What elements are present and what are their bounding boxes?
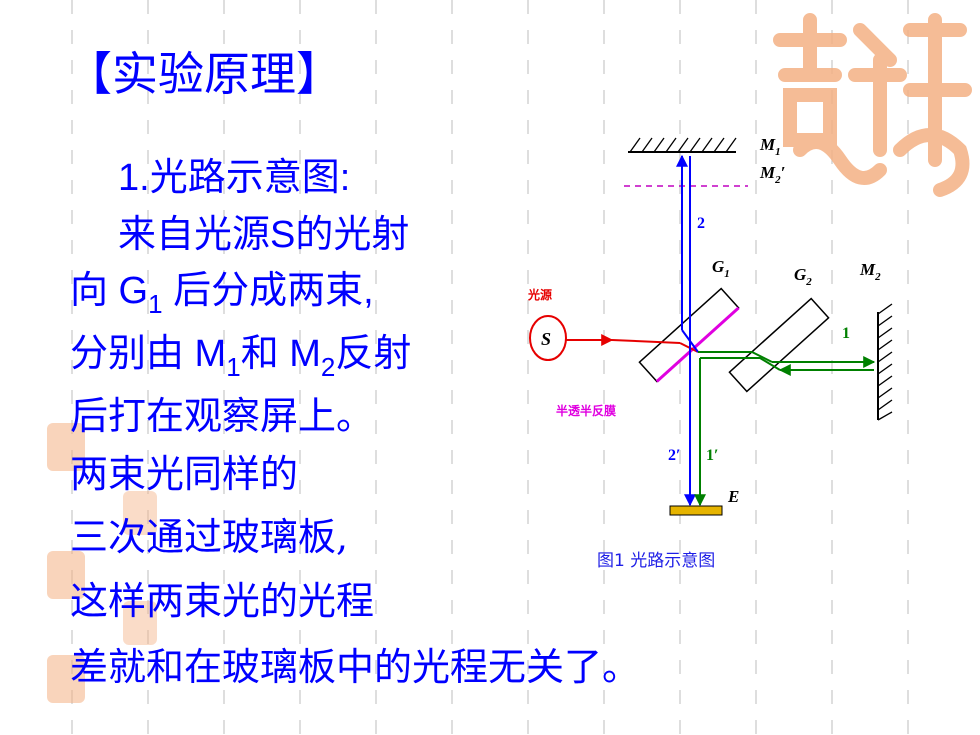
watermark-small-seal-icon bbox=[123, 601, 157, 645]
m2-label: M2 bbox=[859, 260, 881, 283]
watermark-seal-icon bbox=[773, 13, 972, 197]
incident-beam bbox=[611, 339, 681, 344]
beam-2prime-label: 2′ bbox=[668, 447, 681, 464]
body-line: 来自光源S的光射 bbox=[118, 214, 410, 256]
mirror-m2 bbox=[877, 303, 893, 421]
plate-g2 bbox=[728, 297, 830, 393]
body-line: 两束光同样的 bbox=[70, 452, 299, 496]
body-line: 差就和在玻璃板中的光程无关了。 bbox=[70, 645, 641, 689]
section-heading: 1.光路示意图: bbox=[118, 157, 351, 199]
source-symbol: S bbox=[541, 329, 551, 349]
observation-screen bbox=[669, 505, 723, 516]
g1-label: G1 bbox=[712, 257, 730, 280]
screen-label: E bbox=[727, 487, 739, 506]
light-source-icon bbox=[529, 315, 567, 361]
m2prime-label: M2′ bbox=[759, 163, 785, 186]
beam-1prime-label: 1′ bbox=[706, 447, 719, 464]
m1-label: M1 bbox=[759, 135, 781, 158]
watermark-small-seal-icon bbox=[47, 551, 85, 599]
beam-1-label: 1 bbox=[842, 325, 850, 342]
body-line: 三次通过玻璃板, bbox=[70, 515, 349, 559]
michelson-interferometer-diagram: M1 M2′ M2 G1 bbox=[527, 135, 893, 516]
body-line: 向 G1 后分成两束, bbox=[70, 270, 374, 319]
watermark-small-seal-icon bbox=[123, 491, 157, 535]
source-label: 光源 bbox=[527, 287, 552, 302]
watermark-small-seal-icon bbox=[47, 655, 85, 703]
beam-1 bbox=[694, 351, 876, 507]
mirror-m1 bbox=[628, 137, 737, 153]
beam-2 bbox=[676, 154, 699, 507]
body-line: 后打在观察屏上。 bbox=[70, 394, 375, 438]
body-line: 分别由 M1和 M2反射 bbox=[70, 333, 412, 382]
watermark-small-seal-icon bbox=[47, 423, 85, 471]
half-mirror-label: 半透半反膜 bbox=[556, 403, 616, 418]
page-title: 【实验原理】 bbox=[66, 47, 342, 101]
g2-label: G2 bbox=[794, 265, 812, 288]
body-line: 这样两束光的光程 bbox=[70, 579, 375, 623]
beam-2-label: 2 bbox=[697, 215, 705, 232]
diagram-caption: 图1 光路示意图 bbox=[597, 551, 716, 571]
